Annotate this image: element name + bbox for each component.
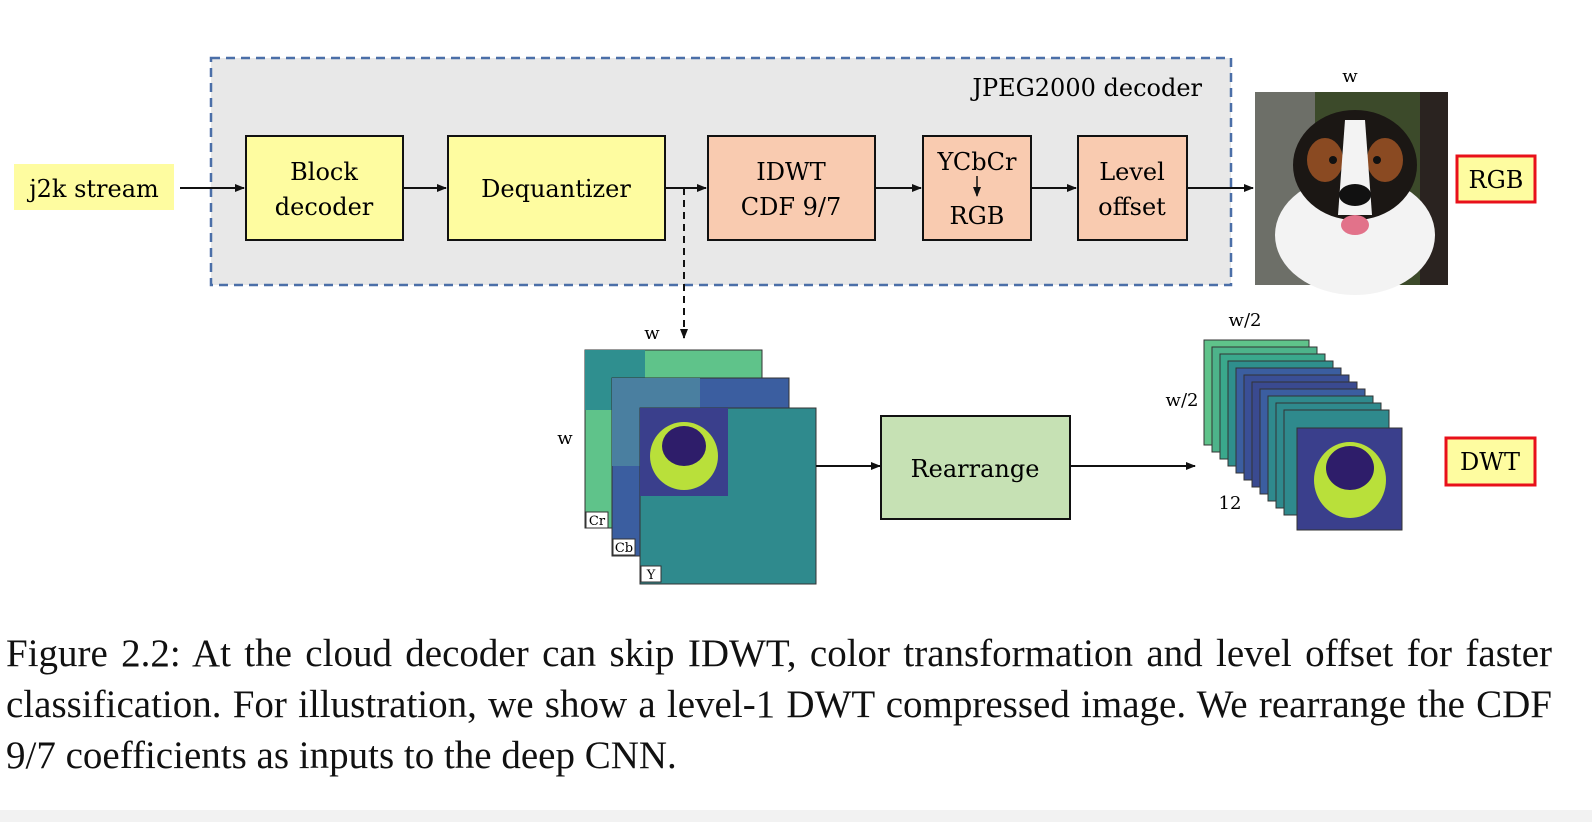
rearrange-block xyxy=(880,415,1071,520)
dequantizer-label: Dequantizer xyxy=(481,175,631,203)
input-label: j2k stream xyxy=(26,175,159,203)
idwt-line2: CDF 9/7 xyxy=(741,193,842,221)
dequantizer xyxy=(447,135,666,241)
dwt-output-box xyxy=(1444,436,1537,487)
channel-label-cb: Cb xyxy=(615,541,633,556)
coefficient-stack xyxy=(584,349,817,585)
input-box xyxy=(14,164,174,210)
out-width-label: w/2 xyxy=(1229,310,1262,331)
decoder-title: JPEG2000 decoder xyxy=(969,74,1202,102)
figure-caption: Figure 2.2: At the cloud decoder can ski… xyxy=(6,632,1552,777)
color-transform-line1: YCbCr xyxy=(937,148,1018,176)
block-decoder-line2: decoder xyxy=(275,193,374,221)
coef-height-label: w xyxy=(557,428,573,449)
level-offset-block xyxy=(1077,135,1188,241)
dwt-channel-stack xyxy=(1203,339,1403,531)
idwt-block xyxy=(707,135,876,241)
out-height-label: w/2 xyxy=(1166,390,1199,411)
level-offset-line2: offset xyxy=(1098,193,1166,221)
rgb-width-label: w xyxy=(1342,66,1358,87)
rearrange-label: Rearrange xyxy=(911,455,1040,483)
level-offset-line1: Level xyxy=(1099,158,1165,186)
block-decoder xyxy=(245,135,404,241)
block-decoder-line1: Block xyxy=(290,158,358,186)
channel-label-cr: Cr xyxy=(589,514,606,529)
dwt-output-label: DWT xyxy=(1460,448,1520,476)
page-bottom-strip xyxy=(0,810,1592,822)
color-transform-line2: RGB xyxy=(950,202,1005,230)
dog-photo xyxy=(1255,92,1448,295)
coef-width-label: w xyxy=(644,323,660,344)
idwt-line1: IDWT xyxy=(756,158,825,186)
pipeline-diagram: JPEG2000 decoder j2k stream Block decode… xyxy=(14,56,1537,585)
rgb-output-box xyxy=(1455,154,1537,204)
channel-label-y: Y xyxy=(646,568,656,583)
rgb-output-label: RGB xyxy=(1469,166,1524,194)
channel-count-label: 12 xyxy=(1219,493,1242,514)
